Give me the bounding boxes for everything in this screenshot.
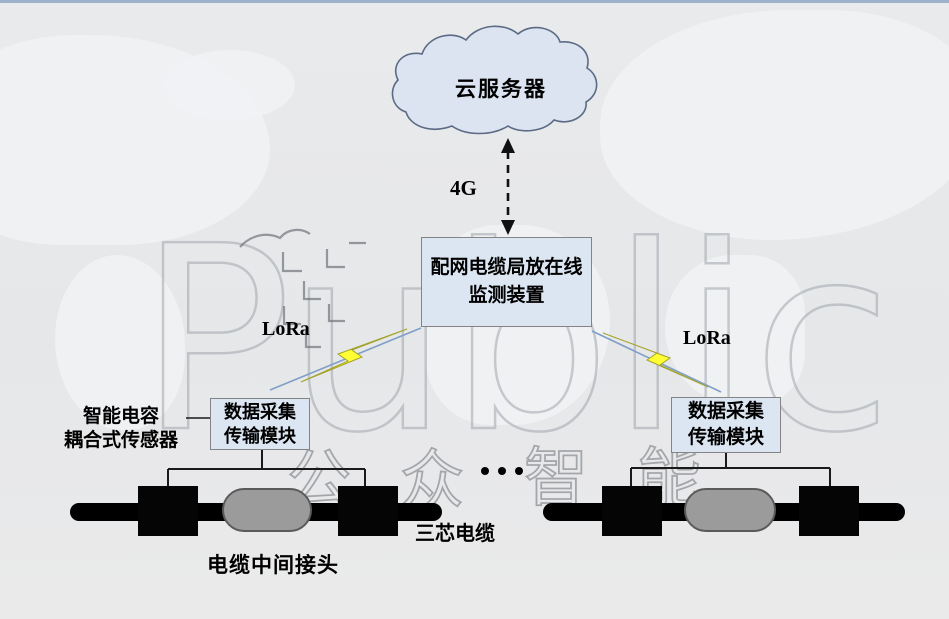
sensor-connectors — [167, 417, 831, 487]
world-map-blob — [600, 10, 949, 240]
wan-4g-label: 4G — [450, 176, 477, 200]
watermark-cjk-char: 智 — [524, 443, 588, 514]
cloud-server-label: 云服务器 — [455, 77, 547, 101]
lightning-bolt-icon — [602, 332, 709, 388]
lora-label-left: LoRa — [262, 318, 310, 340]
lightning-bolt-icon — [300, 328, 408, 383]
capacitive-sensor-block — [799, 486, 859, 536]
world-map-blob — [165, 50, 295, 120]
capacitive-sensor-block — [602, 486, 662, 536]
cable-annotation: 三芯电缆 — [415, 523, 495, 545]
data-module-box-right: 数据采集 传输模块 — [671, 397, 781, 453]
top-accent-bar — [0, 0, 949, 3]
capacitive-sensor-block — [338, 486, 398, 536]
joint-annotation: 电缆中间接头 — [207, 553, 339, 577]
cloud-shape — [391, 25, 598, 135]
cable-continuation-dots-icon — [515, 467, 523, 475]
lora-label-right: LoRa — [683, 327, 731, 349]
cable-continuation-dots-icon — [498, 467, 506, 475]
watermark-sketch-marks — [239, 228, 366, 349]
sensor-annotation: 智能电容 耦合式传感器 — [63, 406, 178, 451]
cable-joint-left — [222, 488, 312, 532]
cable-continuation-dots-icon — [481, 467, 489, 475]
capacitive-sensor-block — [138, 486, 198, 536]
world-map-blob — [55, 255, 185, 430]
lora-link-right — [591, 330, 722, 393]
lora-link-left — [269, 327, 422, 391]
monitor-device-box: 配网电缆局放在线 监测装置 — [421, 237, 592, 327]
world-map-blob — [665, 255, 805, 405]
wan-link-arrow — [501, 138, 515, 235]
cable-joint-right — [684, 488, 776, 532]
data-module-box-left: 数据采集 传输模块 — [210, 398, 310, 450]
